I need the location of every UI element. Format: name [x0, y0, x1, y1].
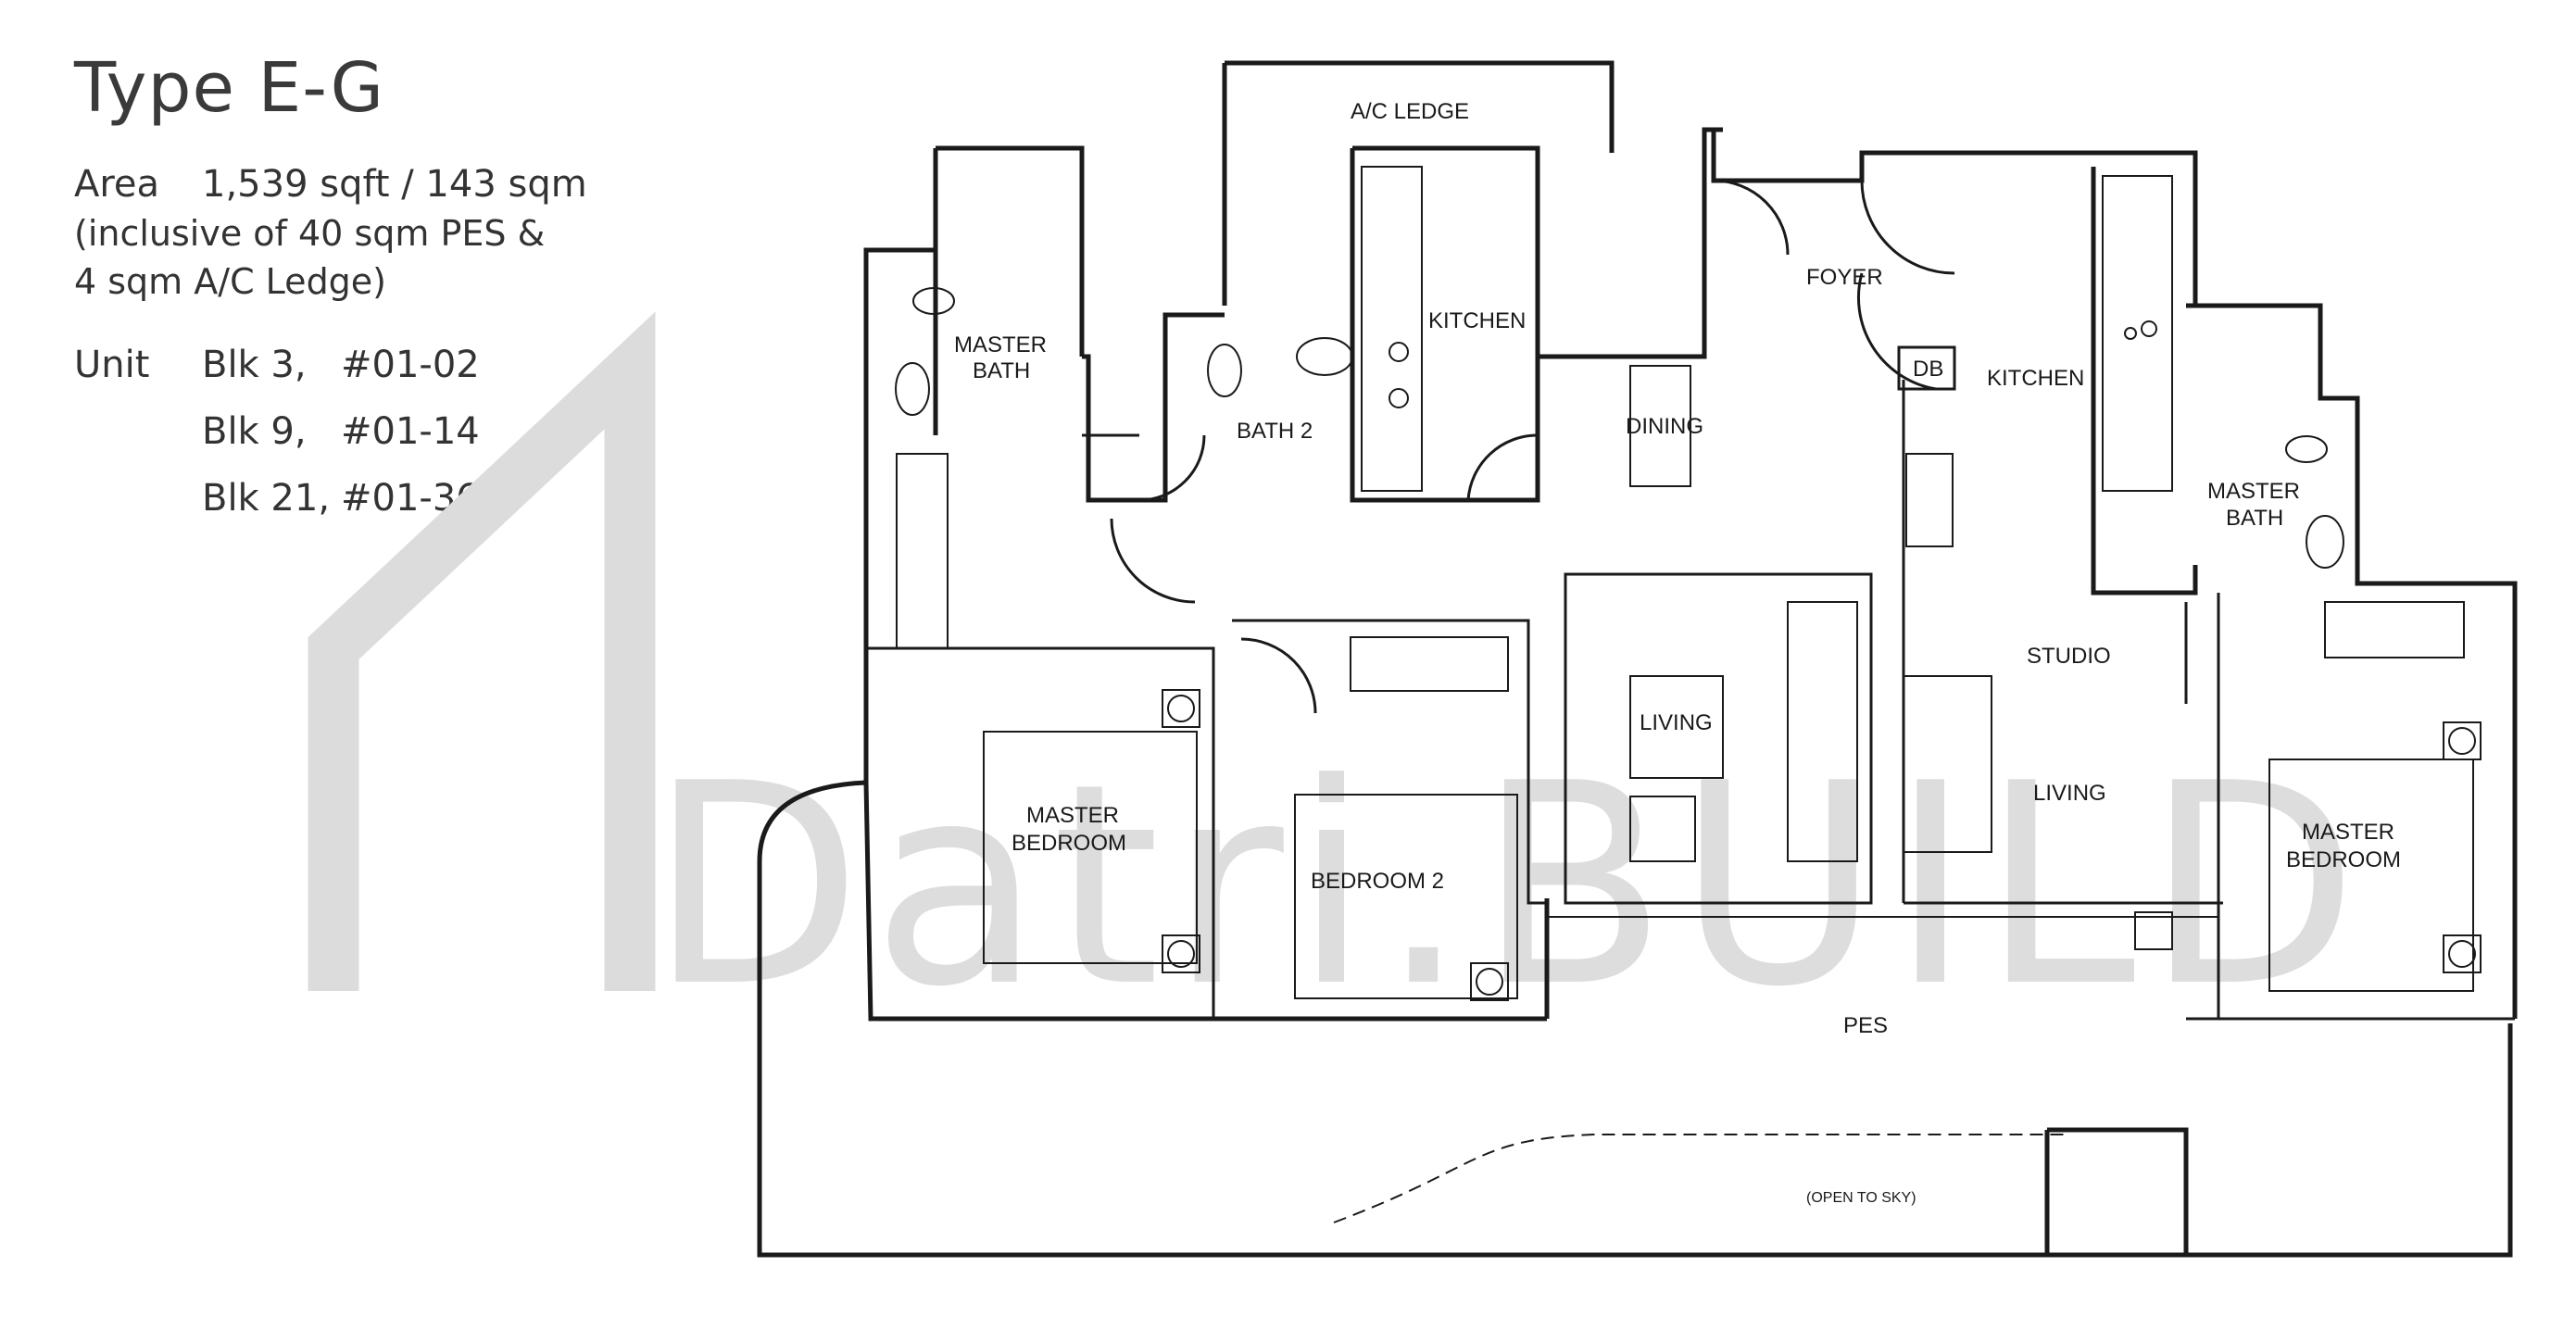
label-ac-ledge: A/C LEDGE	[1351, 99, 1469, 124]
unit-type-title: Type E-G	[74, 48, 385, 128]
label-db: DB	[1913, 357, 1943, 382]
label-master-bath-2b: BATH	[2226, 506, 2283, 531]
unit-block: Blk 21,	[202, 477, 331, 520]
label-master-bath-1: MASTER	[954, 332, 1047, 357]
label-master-bath-2: MASTER	[2207, 479, 2300, 504]
bed-master-1	[983, 731, 1198, 964]
label-bath-2: BATH 2	[1237, 419, 1313, 444]
basin-3	[2306, 515, 2344, 569]
label-living-2: LIVING	[2033, 781, 2106, 806]
label-foyer: FOYER	[1806, 265, 1883, 290]
dining-table-2	[1905, 453, 1954, 547]
bed-master-2	[2268, 759, 2474, 992]
watermark: Datri.BUILD	[308, 311, 2369, 1047]
unit-info-panel: Type E-G Area 1,539 sqft / 143 sqm (inclu…	[74, 48, 587, 532]
area-note-1: (inclusive of 40 sqm PES &	[74, 213, 546, 254]
label-living-1: LIVING	[1640, 710, 1713, 735]
toilet-1	[912, 287, 955, 315]
label-pes: PES	[1843, 1013, 1888, 1038]
wardrobe-2	[1350, 636, 1509, 692]
coffee-table	[1629, 675, 1724, 779]
sofa-1	[1787, 601, 1858, 862]
label-kitchen-2: KITCHEN	[1987, 366, 2084, 391]
wardrobe-3	[2324, 601, 2465, 658]
label-kitchen-1: KITCHEN	[1428, 308, 1526, 333]
unit-block: Blk 9,	[202, 410, 307, 453]
unit-row: Blk 21,#01-36	[74, 465, 587, 532]
chair	[1629, 796, 1696, 862]
sofa-2	[1903, 675, 1992, 853]
label-open-to-sky: (OPEN TO SKY)	[1806, 1190, 1916, 1206]
exterior-walls	[757, 60, 2518, 1258]
unit-list: Unit Blk 3, #01-02 Blk 9, #01-14 Blk 21,#01…	[74, 332, 587, 532]
kitchen-counter-1	[1361, 166, 1423, 492]
label-master-bath-1b: BATH	[973, 358, 1030, 383]
unit-number: #01-14	[341, 410, 480, 453]
wardrobe-1	[896, 453, 949, 649]
label-dining: DINING	[1626, 414, 1703, 439]
room-labels: A/C LEDGE MASTER BATH BATH 2 KITCHEN DIN…	[954, 99, 2401, 1206]
label-master-bedroom-1: MASTER	[1026, 803, 1119, 828]
area-label: Area	[74, 163, 160, 206]
fixtures	[895, 166, 2482, 1001]
toilet-2	[1207, 344, 1242, 397]
dining-table	[1629, 365, 1691, 487]
area-line: Area 1,539 sqft / 143 sqm	[74, 159, 587, 209]
label-master-bedroom-1b: BEDROOM	[1012, 831, 1126, 856]
basin-1	[895, 362, 930, 416]
unit-row: Unit Blk 3, #01-02	[74, 332, 587, 398]
basin-2	[1296, 337, 1353, 376]
area-note-2: 4 sqm A/C Ledge)	[74, 261, 387, 302]
unit-label: Unit	[74, 344, 150, 386]
area-value: 1,539 sqft / 143 sqm	[202, 163, 587, 206]
bed-2	[1294, 794, 1518, 999]
kitchen-counter-2	[2102, 175, 2173, 492]
label-bedroom-2: BEDROOM 2	[1311, 869, 1444, 894]
unit-block: Blk 3,	[202, 344, 307, 386]
unit-number: #01-02	[341, 344, 480, 386]
label-master-bedroom-2: MASTER	[2302, 820, 2394, 845]
unit-row: Blk 9, #01-14	[74, 398, 587, 465]
watermark-text: Datri.BUILD	[648, 724, 2369, 1047]
label-master-bedroom-2b: BEDROOM	[2286, 847, 2401, 872]
label-studio: STUDIO	[2027, 644, 2111, 669]
interior-walls	[866, 179, 2515, 1021]
toilet-3	[2285, 435, 2328, 463]
